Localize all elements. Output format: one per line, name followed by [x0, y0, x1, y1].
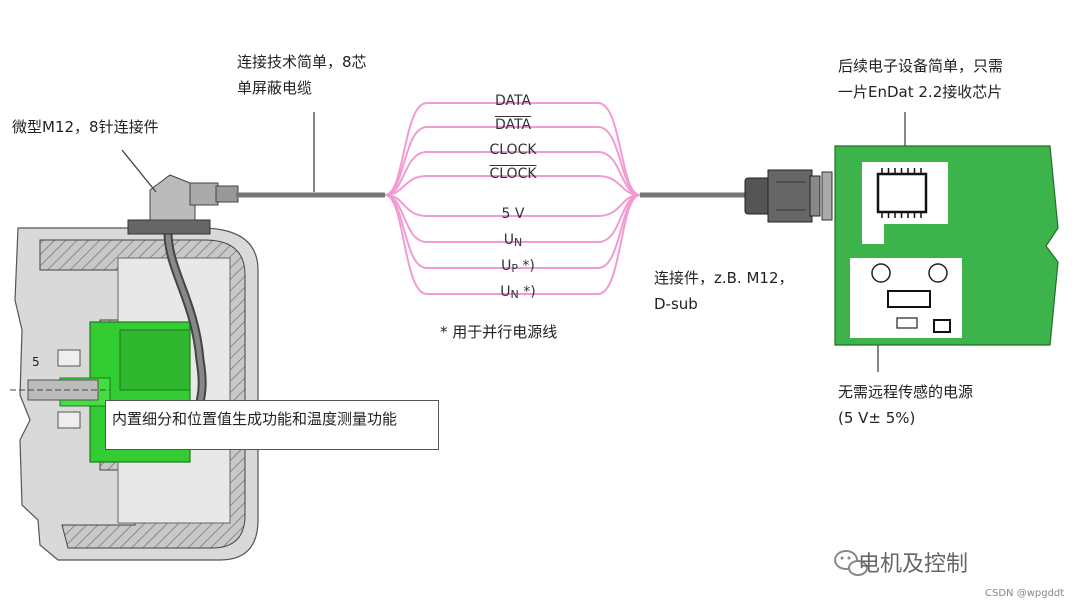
- connector-label-line1: 连接件，z.B. M12，: [654, 269, 794, 287]
- wechat-icon: [834, 550, 868, 576]
- circuit-board: [834, 145, 1059, 346]
- watermark-brand: 电机及控制: [858, 552, 969, 577]
- power-footnote: * 用于并行电源线: [440, 323, 558, 341]
- callout-box: 内置细分和位置值生成功能和温度测量功能: [105, 400, 439, 450]
- power-label-line2: (5 V± 5%): [838, 409, 916, 427]
- wire-5: [384, 194, 641, 217]
- signal-clock-inverted: CLOCK: [489, 166, 537, 182]
- signal-up-suffix: *): [517, 258, 535, 274]
- signal-un2-sub: N: [510, 288, 519, 301]
- signal-data-inverted: DATA: [494, 117, 532, 133]
- signal-up-base: U: [501, 258, 512, 274]
- callout-text: 内置细分和位置值生成功能和温度测量功能: [112, 410, 398, 428]
- signal-up-sub: P: [511, 262, 518, 275]
- signal-clock: CLOCK: [489, 142, 537, 158]
- wire-6: [384, 194, 641, 243]
- electronics-label-line2: 一片EnDat 2.2接收芯片: [838, 83, 1003, 101]
- cable-label-line1: 连接技术简单，8芯: [237, 53, 367, 71]
- connector-label-line2: D-sub: [654, 295, 698, 313]
- cable-label-line2: 单屏蔽电缆: [237, 79, 313, 97]
- signal-un-base: U: [503, 232, 514, 248]
- leader-m12: [121, 149, 157, 193]
- endat-chip: [876, 172, 928, 214]
- watermark-credit: CSDN @wpgddt: [985, 588, 1065, 599]
- signal-un: UN: [473, 232, 553, 249]
- encoder-dimension-label: 5: [32, 355, 40, 369]
- chip-pins: [881, 168, 922, 218]
- signal-5v: 5 V: [501, 206, 525, 222]
- wire-2: [384, 126, 641, 196]
- dsub-connector: [744, 169, 833, 223]
- wire-1: [384, 102, 641, 196]
- signal-un-sub: N: [514, 236, 523, 249]
- electronics-label-line1: 后续电子设备简单，只需: [838, 57, 1004, 75]
- encoder-housing: [10, 227, 259, 561]
- wire-bundle: [384, 102, 641, 295]
- m12-connector: [127, 174, 239, 235]
- signal-data: DATA: [494, 93, 532, 109]
- m12-connector-label: 微型M12，8针连接件: [12, 118, 159, 136]
- wire-3: [384, 151, 641, 196]
- wire-4: [384, 175, 641, 196]
- power-label-line1: 无需远程传感的电源: [838, 383, 974, 401]
- signal-up-parallel: UP *): [478, 258, 558, 275]
- signal-un-parallel: UN *): [478, 284, 558, 301]
- wire-7: [384, 194, 641, 269]
- signal-un2-suffix: *): [518, 284, 536, 300]
- signal-un2-base: U: [500, 284, 511, 300]
- wire-8: [384, 194, 641, 295]
